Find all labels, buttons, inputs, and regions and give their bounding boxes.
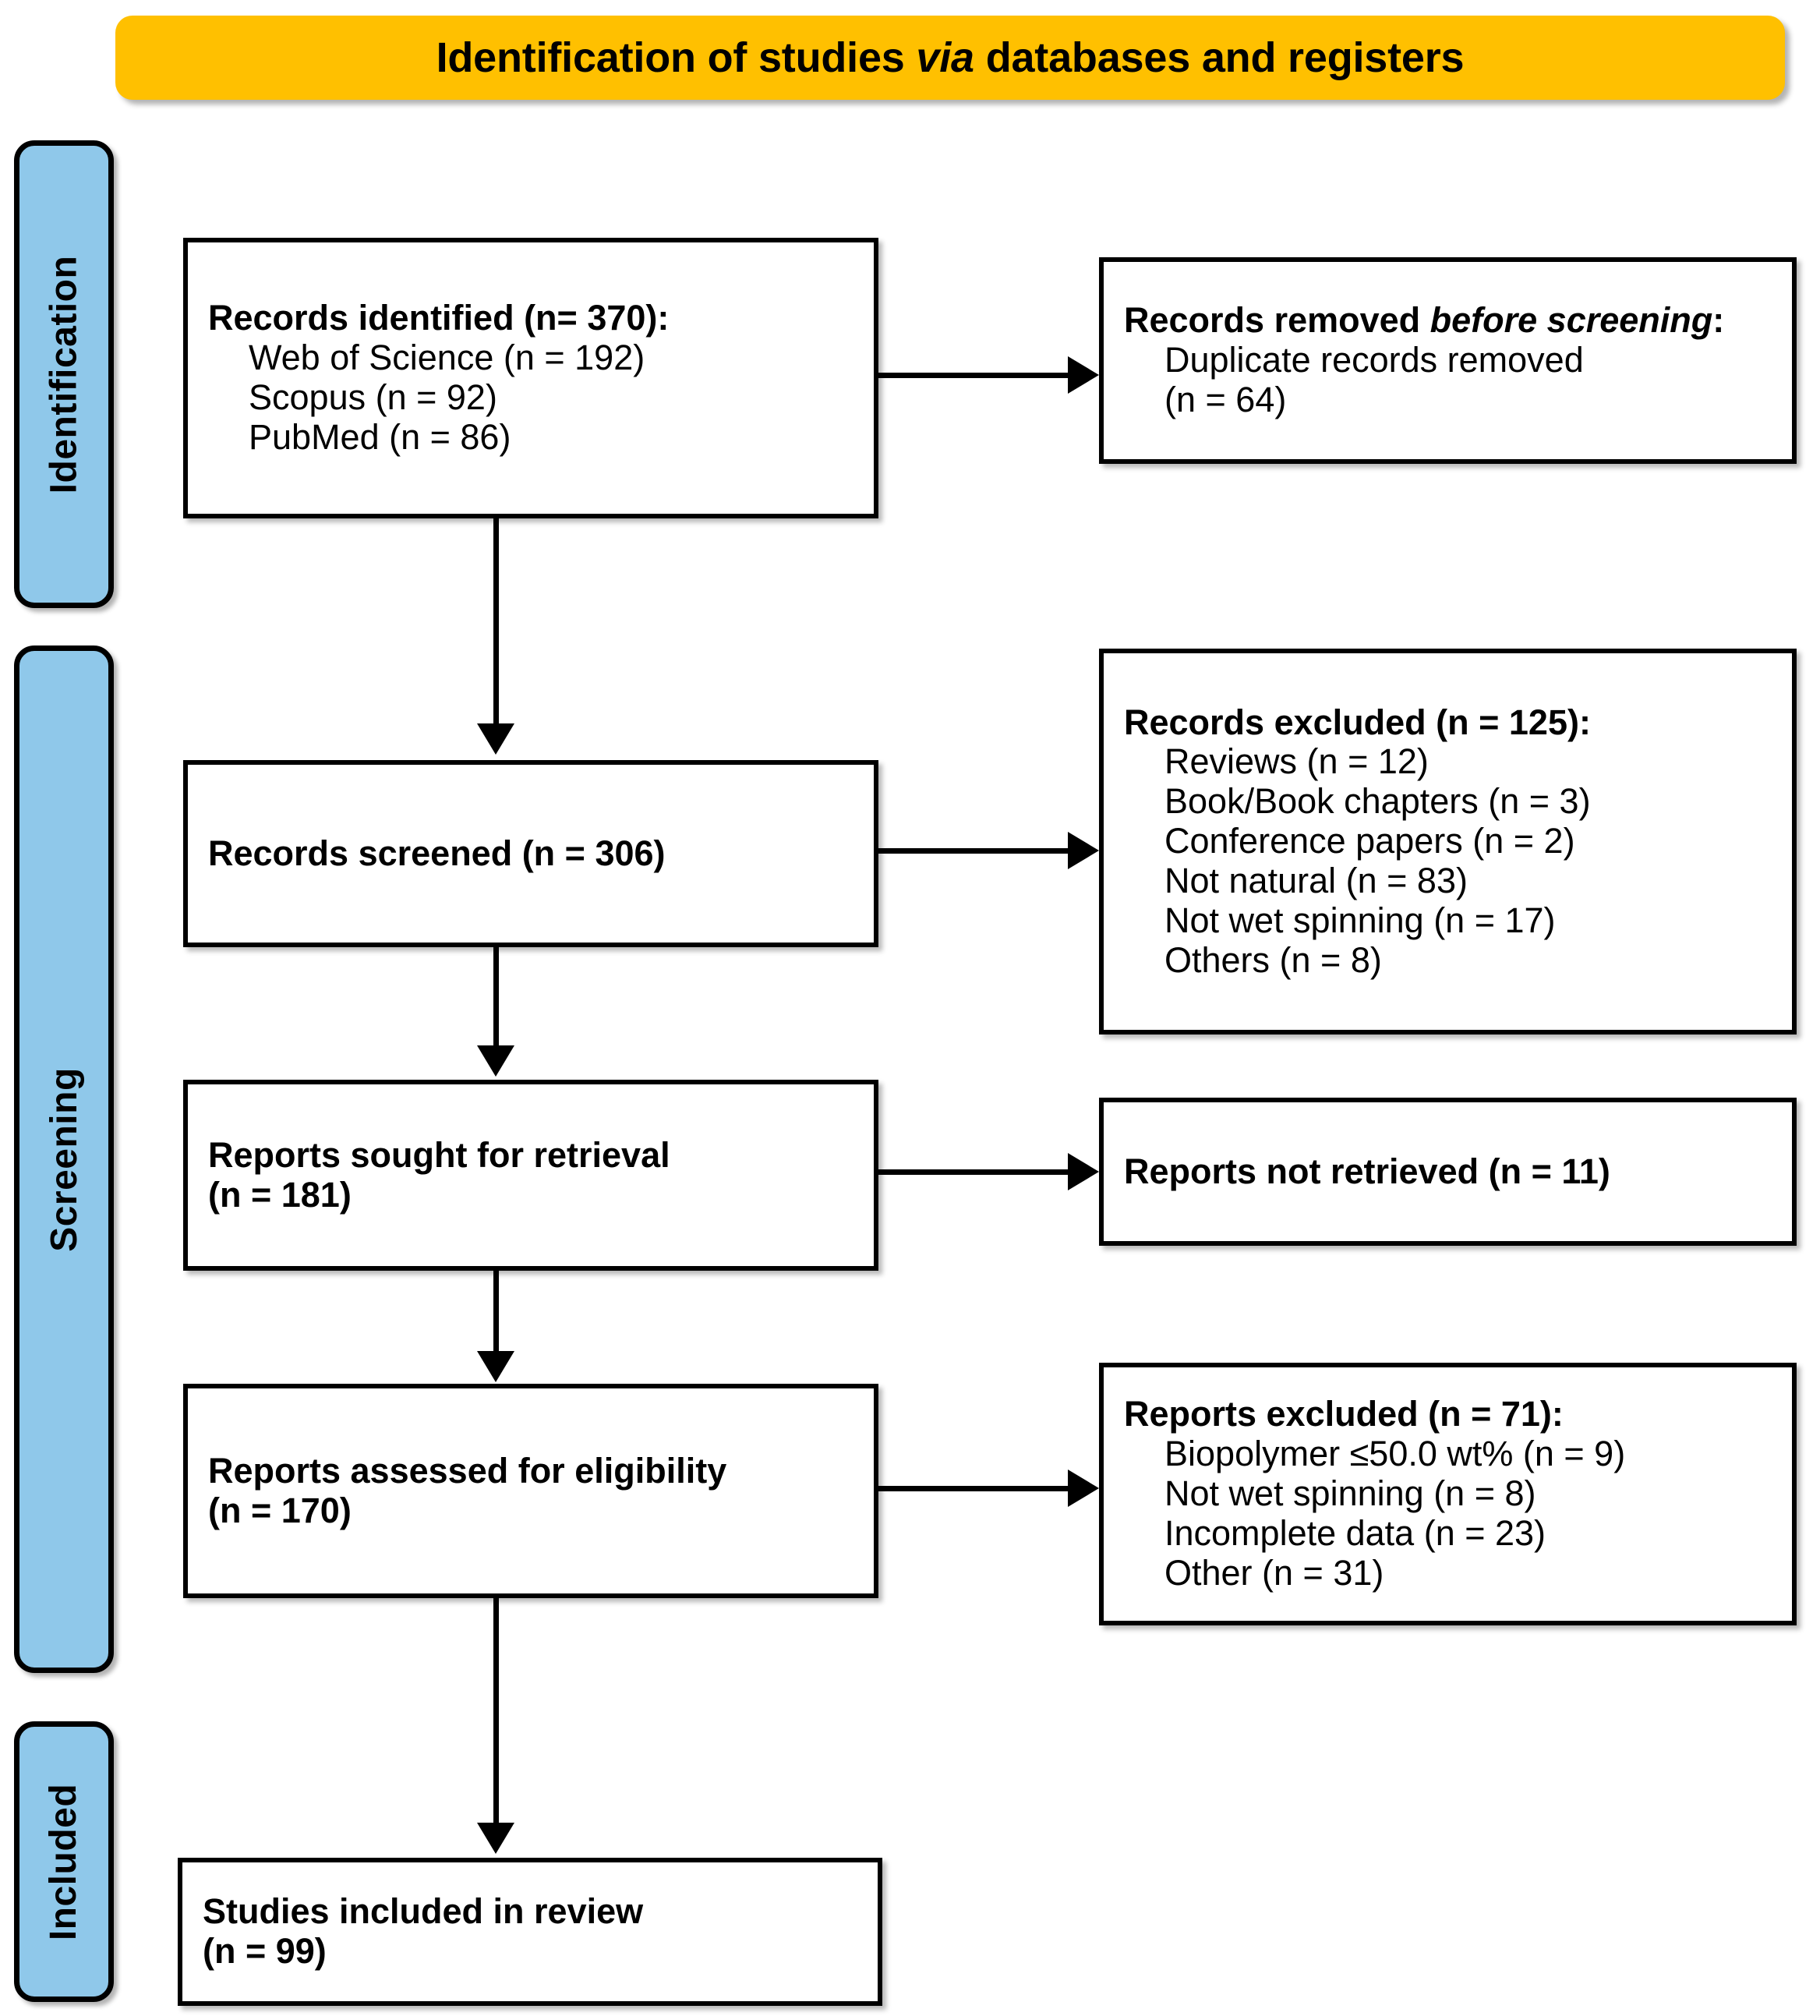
connector-assessed-to-reports-excluded — [878, 1486, 1069, 1491]
box-reports-assessed-for-eligibility: Reports assessed for eligibility (n = 17… — [183, 1384, 878, 1598]
records-identified-item: PubMed (n = 86) — [249, 416, 511, 457]
connector-identified-to-screened — [493, 518, 499, 725]
reports-sought-count: (n = 181) — [208, 1174, 352, 1215]
records-screened-heading: Records screened (n = 306) — [208, 833, 666, 873]
records-excluded-item: Not natural (n = 83) — [1164, 860, 1468, 900]
records-identified-heading: Records identified (n= 370): — [208, 298, 670, 338]
records-removed-heading-post: : — [1712, 300, 1725, 341]
records-excluded-item: Reviews (n = 12) — [1164, 741, 1429, 782]
reports-excluded-item: Biopolymer ≤50.0 wt% (n = 9) — [1164, 1434, 1626, 1474]
arrowhead-assessed-to-included — [477, 1823, 514, 1854]
studies-included-count: (n = 99) — [203, 1931, 327, 1971]
records-removed-item: Duplicate records removed — [1164, 340, 1584, 380]
records-identified-item: Scopus (n = 92) — [249, 377, 497, 417]
stage-label-included-text: Included — [43, 1783, 85, 1940]
records-excluded-item: Not wet spinning (n = 17) — [1164, 900, 1556, 940]
reports-excluded-item: Not wet spinning (n = 8) — [1164, 1473, 1536, 1514]
banner-title-via: via — [916, 34, 974, 81]
records-excluded-item: Conference papers (n = 2) — [1164, 821, 1575, 861]
box-reports-not-retrieved: Reports not retrieved (n = 11) — [1099, 1098, 1797, 1246]
stage-label-identification: Identification — [14, 140, 114, 608]
reports-sought-heading: Reports sought for retrieval — [208, 1134, 670, 1175]
records-excluded-item: Others (n = 8) — [1164, 939, 1382, 980]
reports-excluded-item: Incomplete data (n = 23) — [1164, 1512, 1546, 1553]
banner-title-pre: Identification of studies — [436, 34, 917, 81]
reports-not-retrieved-heading: Reports not retrieved (n = 11) — [1124, 1151, 1610, 1191]
box-reports-excluded: Reports excluded (n = 71): Biopolymer ≤5… — [1099, 1363, 1797, 1625]
connector-sought-to-not-retrieved — [878, 1169, 1069, 1175]
arrowhead-screened-to-records-excluded — [1068, 832, 1099, 869]
connector-identified-to-removed — [878, 373, 1069, 378]
box-records-removed-before-screening: Records removed before screening: Duplic… — [1099, 257, 1797, 464]
arrowhead-identified-to-screened — [477, 723, 514, 755]
arrowhead-sought-to-assessed — [477, 1351, 514, 1382]
reports-assessed-count: (n = 170) — [208, 1490, 352, 1530]
connector-screened-to-records-excluded — [878, 848, 1069, 854]
records-identified-item: Web of Science (n = 192) — [249, 338, 645, 378]
diagram-header-banner: Identification of studies via databases … — [115, 16, 1785, 100]
stage-label-identification-text: Identification — [43, 255, 85, 493]
arrowhead-identified-to-removed — [1068, 356, 1099, 394]
reports-assessed-heading: Reports assessed for eligibility — [208, 1450, 727, 1491]
records-removed-item: (n = 64) — [1164, 379, 1287, 419]
box-records-screened: Records screened (n = 306) — [183, 760, 878, 947]
arrowhead-sought-to-not-retrieved — [1068, 1153, 1099, 1190]
arrowhead-screened-to-sought — [477, 1045, 514, 1077]
records-removed-heading-italic: before screening — [1429, 300, 1713, 341]
connector-sought-to-assessed — [493, 1271, 499, 1353]
banner-title-post: databases and registers — [974, 34, 1465, 81]
records-removed-heading: Records removed before screening: — [1124, 300, 1772, 341]
box-records-excluded: Records excluded (n = 125): Reviews (n =… — [1099, 649, 1797, 1035]
box-studies-included-in-review: Studies included in review (n = 99) — [178, 1858, 882, 2006]
stage-label-screening: Screening — [14, 645, 114, 1673]
reports-excluded-heading: Reports excluded (n = 71): — [1124, 1394, 1564, 1434]
records-excluded-heading: Records excluded (n = 125): — [1124, 702, 1591, 742]
reports-excluded-item: Other (n = 31) — [1164, 1552, 1384, 1593]
box-reports-sought-for-retrieval: Reports sought for retrieval (n = 181) — [183, 1080, 878, 1271]
connector-assessed-to-included — [493, 1598, 499, 1824]
connector-screened-to-sought — [493, 947, 499, 1047]
box-records-identified: Records identified (n= 370): Web of Scie… — [183, 238, 878, 518]
studies-included-heading: Studies included in review — [203, 1891, 644, 1932]
records-excluded-item: Book/Book chapters (n = 3) — [1164, 781, 1591, 822]
banner-title: Identification of studies via databases … — [436, 34, 1465, 82]
stage-label-included: Included — [14, 1721, 114, 2002]
arrowhead-assessed-to-reports-excluded — [1068, 1470, 1099, 1507]
records-removed-heading-pre: Records removed — [1124, 300, 1430, 341]
stage-label-screening-text: Screening — [43, 1066, 85, 1252]
